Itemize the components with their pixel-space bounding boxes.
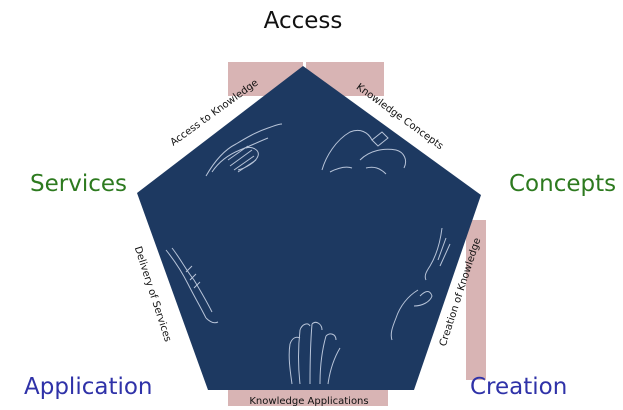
corner-label-services: Services bbox=[30, 171, 127, 197]
hand-sketch-handshake bbox=[205, 123, 283, 177]
edge-label-bottom: Knowledge Applications bbox=[249, 396, 368, 406]
corner-label-creation: Creation bbox=[470, 374, 568, 400]
edge-band-bottom bbox=[228, 386, 388, 406]
hand-sketch-services bbox=[165, 247, 219, 324]
edge-band-right bbox=[466, 220, 486, 380]
corner-label-concepts: Concepts bbox=[509, 171, 617, 197]
corner-label-access: Access bbox=[263, 8, 343, 34]
hand-sketch-creation bbox=[390, 227, 451, 341]
pentagon bbox=[137, 66, 481, 390]
corner-label-application: Application bbox=[24, 374, 153, 400]
hand-sketch-open-palm bbox=[288, 321, 341, 385]
hand-sketch-concepts bbox=[321, 129, 407, 175]
